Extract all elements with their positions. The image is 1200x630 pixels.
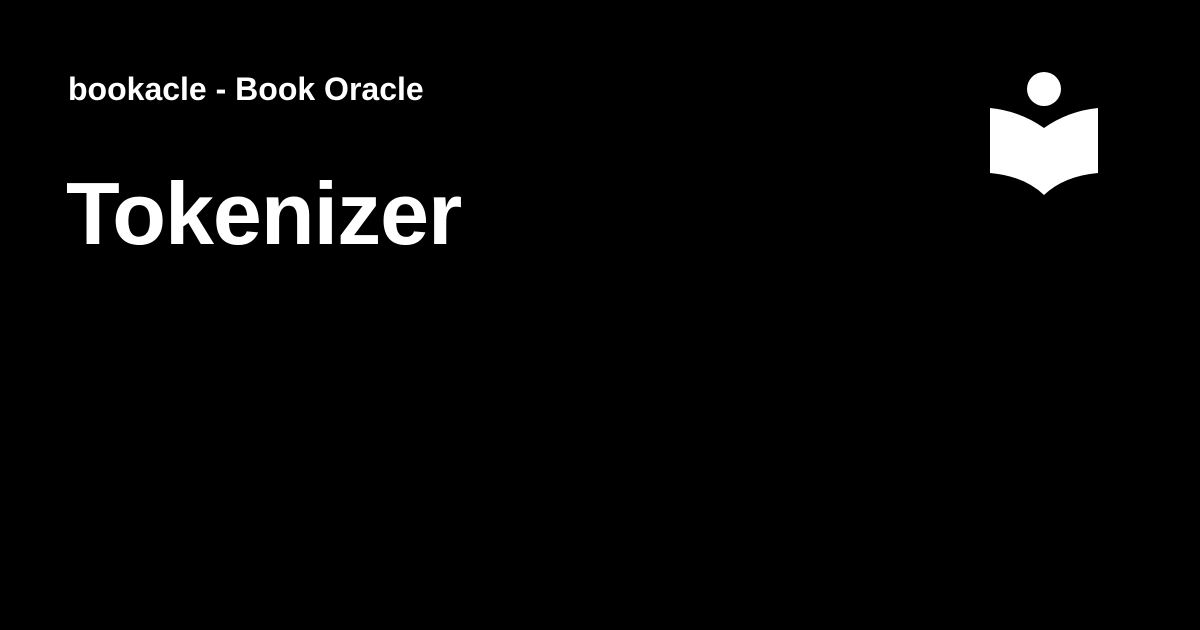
- book-reader-icon: [988, 70, 1100, 198]
- reader-head: [1027, 72, 1061, 106]
- site-name: bookacle - Book Oracle: [68, 71, 424, 107]
- open-book: [990, 108, 1098, 195]
- page-title: Tokenizer: [66, 164, 462, 263]
